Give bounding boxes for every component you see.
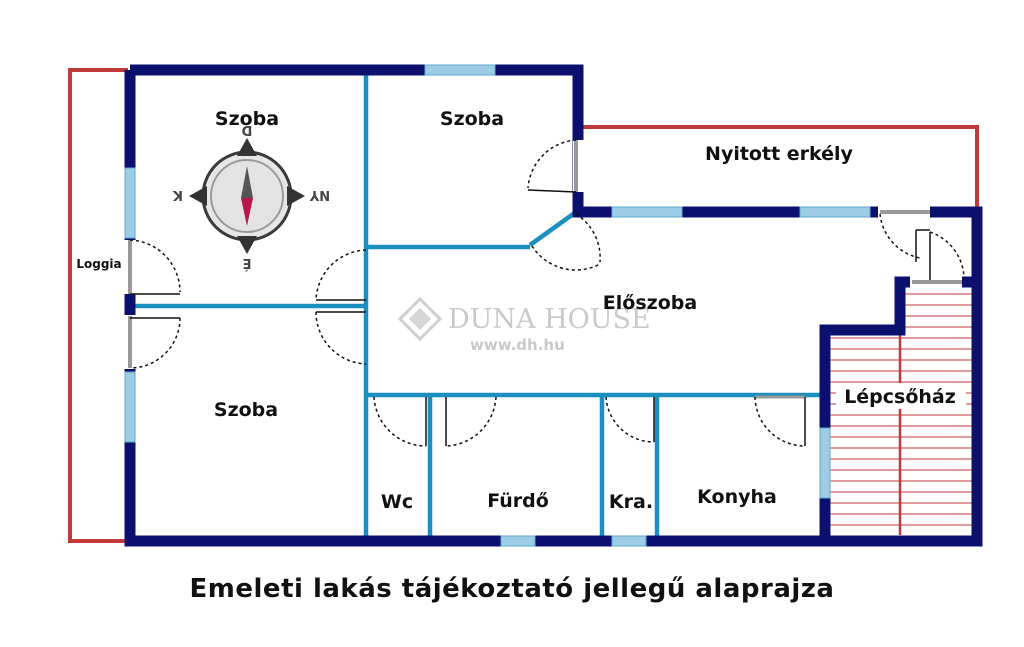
compass-label-top: D (241, 122, 252, 137)
room-label-erkely: Nyitott erkély (705, 143, 853, 165)
room-label-kamra: Kra. (609, 491, 653, 513)
window (819, 427, 831, 499)
window (124, 167, 136, 239)
room-label-wc: Wc (381, 491, 413, 513)
room-label-loggia: Loggia (76, 257, 121, 271)
door-openings (124, 140, 962, 369)
door (445, 396, 497, 447)
compass-needle-down (241, 198, 253, 226)
duna-house-logo (397, 296, 443, 342)
doors (128, 139, 965, 447)
door (879, 210, 930, 262)
window (124, 371, 136, 443)
room-label-lepcsohaz: Lépcsőház (844, 386, 956, 408)
door (315, 249, 367, 301)
room-label-szoba: Szoba (215, 108, 279, 130)
balcony-outlines (68, 68, 979, 543)
windows (124, 64, 871, 547)
door (531, 213, 601, 271)
watermark-url: www.dh.hu (470, 336, 565, 354)
window (799, 206, 871, 218)
room-label-furdo: Fürdő (487, 490, 549, 512)
window (500, 535, 536, 547)
plan-caption: Emeleti lakás tájékoztató jellegű alapra… (189, 574, 835, 604)
room-labels: Szoba Szoba Szoba Loggia Nyitott erkély … (76, 108, 966, 513)
watermark: DUNA HOUSE www.dh.hu (397, 296, 651, 354)
compass-label-bottom: É (243, 255, 252, 271)
compass-point-left (189, 186, 207, 206)
compass-needle-up (241, 166, 253, 198)
erkely-outline (578, 125, 979, 212)
room-label-szoba: Szoba (214, 399, 278, 421)
door (912, 231, 965, 284)
room-label-konyha: Konyha (697, 486, 777, 508)
room-label-szoba: Szoba (440, 108, 504, 130)
window (611, 535, 647, 547)
door (128, 239, 181, 295)
inner-walls (130, 74, 823, 539)
door (373, 396, 427, 447)
compass-label-left: K (172, 187, 183, 202)
door (754, 395, 806, 447)
compass-point-bottom (237, 236, 257, 254)
window (424, 64, 496, 76)
room-label-eloszoba: Előszoba (603, 292, 697, 314)
window (611, 206, 683, 218)
watermark-brand: DUNA HOUSE (448, 304, 651, 335)
door (605, 396, 655, 443)
compass-label-right: NY (309, 187, 330, 202)
stair-label-backdrop (836, 383, 966, 409)
loggia-outline (68, 68, 128, 543)
compass-rose: D É K NY (172, 122, 330, 271)
compass-point-right (287, 186, 305, 206)
door (527, 139, 578, 193)
door (128, 316, 181, 369)
compass-point-top (237, 138, 257, 156)
door (315, 311, 367, 365)
